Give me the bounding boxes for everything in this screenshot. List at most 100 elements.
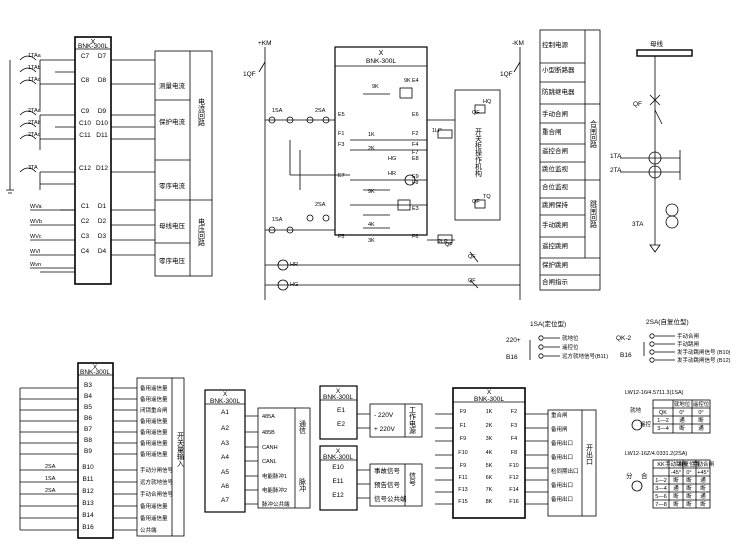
out-function: 检同期出口 bbox=[551, 467, 579, 475]
comm-row-label: A6 bbox=[221, 483, 229, 490]
out-row-cell: 4K bbox=[486, 450, 493, 456]
t2-title: LW12-16Z/4.0331.2(2SA) bbox=[625, 451, 687, 457]
control-label: QF bbox=[468, 278, 476, 284]
sa2-title: 2SA(自复位型) bbox=[646, 317, 689, 326]
bi-function: 备用遥信量 bbox=[140, 514, 168, 522]
block7-header-model: BNK-300L bbox=[210, 398, 240, 405]
control-label: F3 bbox=[338, 142, 344, 148]
power-row-2: E2 bbox=[337, 421, 345, 428]
control-label: HG bbox=[290, 282, 298, 288]
t2-cell: 断 bbox=[673, 492, 679, 500]
signal-row-3: E12 bbox=[332, 492, 344, 499]
out-row-cell: 2K bbox=[486, 423, 493, 429]
signal-fn-1: 事故信号 bbox=[374, 466, 401, 475]
out-row-cell: F15 bbox=[458, 499, 467, 505]
qf-label: QF bbox=[633, 101, 642, 108]
t2-cell: 断 bbox=[673, 476, 679, 484]
binary-input-block bbox=[19, 362, 185, 539]
power-row-1: E1 bbox=[337, 407, 345, 414]
control-label: HR bbox=[388, 171, 396, 177]
group-close: 合闸回路 bbox=[590, 119, 598, 149]
control-label: QF bbox=[445, 242, 453, 248]
control-label: 2LP bbox=[438, 239, 448, 245]
control-function: 跳闸保持 bbox=[542, 200, 569, 209]
sa1-bottom: B16 bbox=[506, 354, 518, 361]
comm-row-label: A1 bbox=[221, 409, 229, 416]
t1-cell: 0° bbox=[679, 410, 684, 416]
control-functions: 控制电源小型断路器防跳继电器手动合闸重合闸遥控合闸跳位监视合位监视跳闸保持手动跳… bbox=[542, 40, 575, 286]
t2-side-1: 分 bbox=[626, 471, 633, 480]
comm-text: X BNK-300L A1485AA2485BA3CANHA4CANLA5电能脉… bbox=[210, 391, 306, 508]
out-row-cell: F1 bbox=[460, 423, 466, 429]
bi-row-label: B8 bbox=[84, 437, 92, 444]
control-function: 手动合闸 bbox=[542, 109, 568, 118]
out-row-cell: F12 bbox=[509, 475, 518, 481]
out-row-cell: F11 bbox=[458, 475, 467, 481]
t1-cell: 3—4 bbox=[657, 426, 669, 432]
bi-row-label: B10 bbox=[82, 464, 94, 471]
comm-function: 电能脉冲2 bbox=[262, 486, 287, 494]
control-label: HQ bbox=[483, 99, 492, 105]
ta3-label: 3TA bbox=[632, 221, 644, 228]
block1-row-left: C11 bbox=[79, 132, 91, 139]
bi-function: 备用遥信量 bbox=[140, 395, 168, 403]
ct-label-7: 3TA bbox=[28, 165, 38, 171]
output-block bbox=[435, 387, 597, 519]
out-row-cell: F13 bbox=[458, 487, 467, 493]
block10-header-model: BNK-300L bbox=[474, 396, 504, 403]
control-label: 9K bbox=[404, 78, 411, 84]
block6-header-model: BNK-300L bbox=[80, 369, 110, 376]
t2-cell: 断 bbox=[673, 500, 679, 508]
minus-km: -KM bbox=[512, 40, 524, 47]
block6-header-x: X bbox=[93, 364, 98, 371]
block1-row-right: D12 bbox=[96, 165, 108, 172]
t2-cell: -45° bbox=[671, 470, 681, 476]
block1-row-right: D9 bbox=[98, 108, 107, 115]
qf-left: 1QF bbox=[243, 71, 256, 78]
out-row-cell: 6K bbox=[486, 475, 493, 481]
t1-cell: 断 bbox=[679, 424, 685, 432]
fn1-1: 测量电流 bbox=[159, 81, 186, 90]
out-row-cell: 1K bbox=[486, 409, 493, 415]
t2-cell: 通 bbox=[700, 492, 706, 500]
t1-header-cell: 就地位 bbox=[674, 400, 691, 408]
out-function: 备用出口 bbox=[551, 453, 573, 461]
fn1-3: 零序电流 bbox=[159, 181, 186, 190]
v-label-2: WVb bbox=[30, 219, 42, 225]
control-label: 3K bbox=[368, 238, 375, 244]
control-label: 9K bbox=[372, 84, 379, 90]
comm-function: 脉冲公共端 bbox=[262, 500, 290, 508]
bi-function: 备用遥信量 bbox=[140, 384, 168, 392]
signal-text: X BNK-300L E10 E11 E12 事故信号 预告信号 信号公共端 信… bbox=[323, 448, 416, 503]
pulse-group: 脉冲 bbox=[299, 477, 307, 493]
t1-cell: 通 bbox=[679, 416, 685, 424]
block1-row-right: D7 bbox=[98, 53, 107, 60]
comm-function: 电能脉冲1 bbox=[262, 472, 287, 480]
out-row-cell: F9 bbox=[460, 409, 466, 415]
sa2-item-3: 发手动跳闸信号 (B10) bbox=[677, 348, 731, 356]
control-function: 合闸指示 bbox=[542, 277, 569, 286]
block1-row-left: C2 bbox=[81, 218, 90, 225]
control-function: 手动跳闸 bbox=[542, 220, 568, 229]
control-function: 遥控跳闸 bbox=[542, 241, 568, 250]
control-label: 1LP bbox=[432, 128, 442, 134]
bi-function: 备用遥信量 bbox=[140, 439, 168, 447]
t2-header-cell: KK bbox=[657, 462, 665, 468]
control-label: QF bbox=[472, 199, 480, 205]
power-text: X BNK-300L E1 E2 - 220V + 220V 工作电源 bbox=[323, 388, 416, 435]
fn1-4: 母线电压 bbox=[159, 221, 186, 230]
t1-header-cell: 遥控位 bbox=[693, 400, 710, 408]
bi-function: 远方就地信号 bbox=[140, 478, 174, 486]
bi-function: 手动分闸信号 bbox=[140, 466, 174, 474]
block9-header-model: BNK-300L bbox=[323, 454, 353, 461]
control-label: F7 bbox=[412, 150, 418, 156]
block1-row-left: C9 bbox=[81, 108, 90, 115]
sa2-item-1: 手动合闸 bbox=[677, 332, 699, 340]
bi-row-label: B12 bbox=[82, 488, 94, 495]
bi-group: 开关量输入 bbox=[177, 432, 185, 467]
bi-row-label: B6 bbox=[84, 415, 92, 422]
